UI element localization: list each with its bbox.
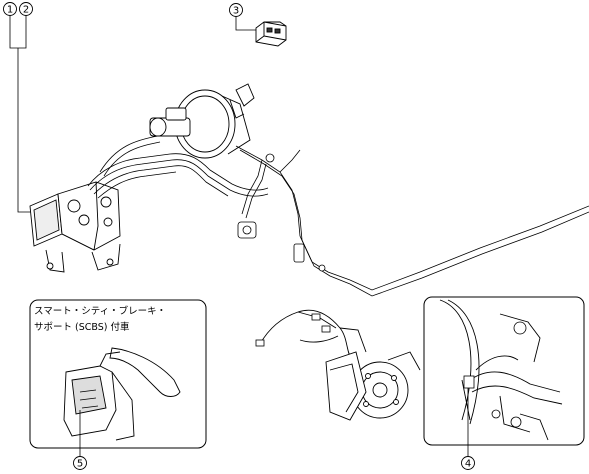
leader-1-2 <box>9 16 36 213</box>
inset-note-line-2: サポート (SCBS) 付車 <box>34 322 130 333</box>
callout-4: 4 <box>461 456 475 470</box>
callout-2-label: 2 <box>23 5 29 16</box>
sensor-harness <box>259 309 353 361</box>
master-cylinder-booster <box>149 83 255 159</box>
front-hub-assembly <box>325 327 421 421</box>
leader-3 <box>235 17 256 31</box>
line-fittings <box>237 153 326 272</box>
inset-left <box>29 299 207 449</box>
callout-5: 5 <box>73 456 87 470</box>
inset-right <box>423 296 585 446</box>
callout-3: 3 <box>229 3 243 17</box>
connector-part-3 <box>255 21 287 47</box>
callout-2: 2 <box>19 2 33 16</box>
brake-lines-right <box>235 145 589 297</box>
harness-clips <box>255 313 331 347</box>
brake-lines-upper <box>87 135 269 199</box>
callout-1: 1 <box>3 2 17 16</box>
inset-note-line-1: スマート・シティ・ブレーキ・ <box>34 306 167 317</box>
inset-note: スマート・シティ・ブレーキ・ サポート (SCBS) 付車 <box>34 304 204 336</box>
hydraulic-unit <box>29 181 121 273</box>
callout-4-label: 4 <box>465 459 471 470</box>
callout-5-label: 5 <box>77 459 83 470</box>
callout-1-label: 1 <box>7 5 13 16</box>
callout-3-label: 3 <box>233 6 239 17</box>
